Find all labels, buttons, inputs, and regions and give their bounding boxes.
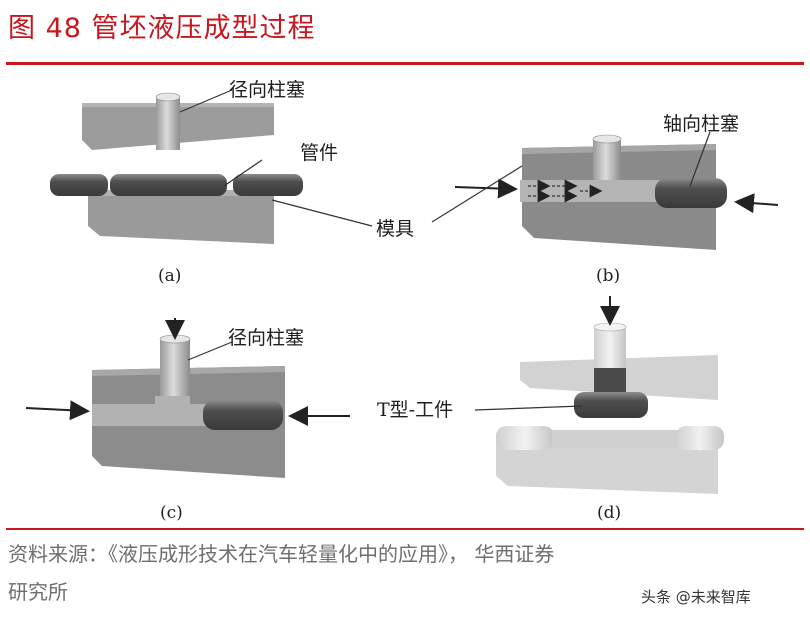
page-title: 图 48 管坯液压成型过程 <box>8 13 316 44</box>
diagram-d: T型-工件 (d) <box>377 296 724 523</box>
radial-plunger-c <box>160 338 190 396</box>
watermark-text: 头条 @未来智库 <box>641 588 751 606</box>
source-note-continued: 研究所 <box>8 580 68 604</box>
diagram-b: 轴向柱塞 (b) <box>431 113 779 286</box>
radial-plunger-d <box>594 326 626 370</box>
hydroforming-process-figure: 径向柱塞 管件 模具 (a) 轴向柱塞 (b) <box>25 79 779 523</box>
t-workpiece <box>574 368 648 418</box>
caption-d: (d) <box>597 503 621 523</box>
source-note: 资料来源：《液压成形技术在汽车轻量化中的应用》， 华西证券 <box>8 542 555 566</box>
caption-b: (b) <box>596 266 620 286</box>
title-divider <box>6 62 804 65</box>
label-radial-plunger-c: 径向柱塞 <box>228 327 304 349</box>
caption-a: (a) <box>158 266 181 286</box>
radial-plunger-a <box>156 96 180 150</box>
radial-plunger-b <box>593 138 621 180</box>
axial-plunger <box>655 178 727 208</box>
label-die: 模具 <box>376 218 414 240</box>
label-tube: 管件 <box>300 142 338 164</box>
lower-die-a <box>88 190 274 244</box>
diagram-a: 径向柱塞 管件 模具 (a) <box>50 79 414 286</box>
source-divider <box>6 528 804 530</box>
label-axial-plunger: 轴向柱塞 <box>663 113 739 135</box>
label-radial-plunger-a: 径向柱塞 <box>229 79 305 101</box>
caption-c: (c) <box>160 503 183 523</box>
axial-plunger-c <box>203 400 283 430</box>
label-t-workpiece: T型-工件 <box>377 399 453 421</box>
lower-die-d <box>496 436 718 494</box>
diagram-c: 径向柱塞 (c) <box>25 318 350 523</box>
tube-a <box>50 174 303 196</box>
